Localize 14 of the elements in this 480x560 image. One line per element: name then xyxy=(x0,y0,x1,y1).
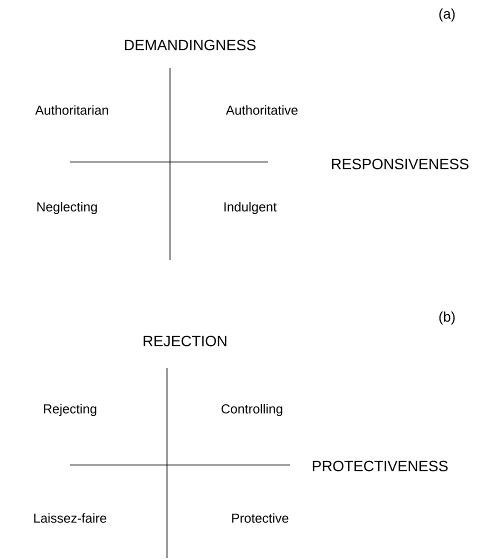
panel-label: (a) xyxy=(439,8,455,22)
panel-label: (b) xyxy=(439,311,455,325)
quadrant-label: Rejecting xyxy=(44,404,96,416)
quadrant-label: Indulgent xyxy=(224,202,277,214)
quadrant-label: Controlling xyxy=(222,404,282,416)
quadrant-label: Laissez-faire xyxy=(34,513,106,523)
axis-label: RESPONSIVENESS xyxy=(332,158,468,170)
axis-label: DEMANDINGNESS xyxy=(124,40,256,50)
quadrant-label: Protective xyxy=(232,513,288,523)
quadrant-label: Authoritarian xyxy=(35,105,108,115)
quadrant-label: Neglecting xyxy=(37,202,97,214)
axis-label: PROTECTIVENESS xyxy=(312,460,448,472)
quadrant-label: Authoritative xyxy=(226,105,298,115)
axis-label: REJECTION xyxy=(144,336,226,346)
